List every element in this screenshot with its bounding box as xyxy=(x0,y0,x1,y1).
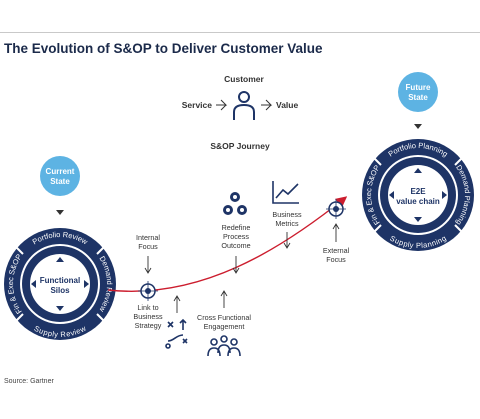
redefine-arrow-icon xyxy=(232,256,240,274)
future-down-chevron-icon xyxy=(414,217,422,222)
link-strategy-line1: Link to xyxy=(137,303,158,312)
cross-functional-up-arrow-icon xyxy=(220,290,228,308)
cross-functional-line1: Cross Functional xyxy=(197,313,251,322)
customer-service-label: Service xyxy=(182,100,213,110)
redefine-line3: Outcome xyxy=(221,241,250,250)
end-target-icon xyxy=(326,199,346,219)
customer-person-icon xyxy=(233,91,255,120)
redefine-line2: Process xyxy=(223,232,249,241)
metrics-arrow-icon xyxy=(283,232,291,249)
current-center-line1: Functional xyxy=(40,276,80,285)
top-rule xyxy=(0,32,480,33)
business-metrics-line2: Metrics xyxy=(275,219,299,228)
business-metrics-line1: Business xyxy=(272,210,302,219)
future-left-chevron-icon xyxy=(389,191,394,199)
external-focus-line2: Focus xyxy=(326,255,346,264)
team-icon xyxy=(207,335,241,357)
journey-title: S&OP Journey xyxy=(210,141,270,151)
external-focus-line1: External xyxy=(323,246,350,255)
line-chart-icon xyxy=(272,181,299,204)
current-state-ring xyxy=(4,228,116,340)
strategy-up-arrow-icon xyxy=(173,295,181,313)
future-state-badge xyxy=(398,72,438,112)
current-down-chevron-icon xyxy=(56,306,64,311)
page-title: The Evolution of S&OP to Deliver Custome… xyxy=(4,41,323,56)
gears-icon xyxy=(223,192,247,215)
current-left-chevron-icon xyxy=(31,280,36,288)
future-down-arrow-icon xyxy=(414,124,422,129)
current-right-chevron-icon xyxy=(84,280,89,288)
future-right-chevron-icon xyxy=(442,191,447,199)
value-arrow-icon xyxy=(261,99,273,111)
customer-heading: Customer xyxy=(224,74,264,84)
future-badge-line2: State xyxy=(408,93,428,102)
service-arrow-icon xyxy=(216,99,228,111)
current-badge-line1: Current xyxy=(46,167,75,176)
internal-focus-line2: Focus xyxy=(138,242,158,251)
current-badge-line2: State xyxy=(50,177,70,186)
source-note: Source: Gartner xyxy=(4,378,54,385)
current-state-badge xyxy=(40,156,80,196)
current-center-line2: Silos xyxy=(50,286,70,295)
current-down-arrow-icon xyxy=(56,210,64,215)
external-focus-up-arrow-icon xyxy=(332,223,340,242)
cross-functional-line2: Engagement xyxy=(204,322,245,331)
future-up-chevron-icon xyxy=(414,168,422,173)
future-state-ring xyxy=(362,139,474,251)
internal-focus-arrow-icon xyxy=(144,256,152,274)
internal-focus-line1: Internal xyxy=(136,233,160,242)
strategy-play-icon xyxy=(165,318,188,349)
link-strategy-line2: Business xyxy=(133,312,163,321)
future-center-line2: value chain xyxy=(396,197,440,206)
current-up-chevron-icon xyxy=(56,257,64,262)
future-center-line1: E2E xyxy=(410,187,426,196)
link-strategy-line3: Strategy xyxy=(135,321,162,330)
redefine-line1: Redefine xyxy=(222,223,251,232)
start-target-icon xyxy=(138,281,158,301)
customer-value-label: Value xyxy=(276,100,298,110)
future-badge-line1: Future xyxy=(406,83,431,92)
